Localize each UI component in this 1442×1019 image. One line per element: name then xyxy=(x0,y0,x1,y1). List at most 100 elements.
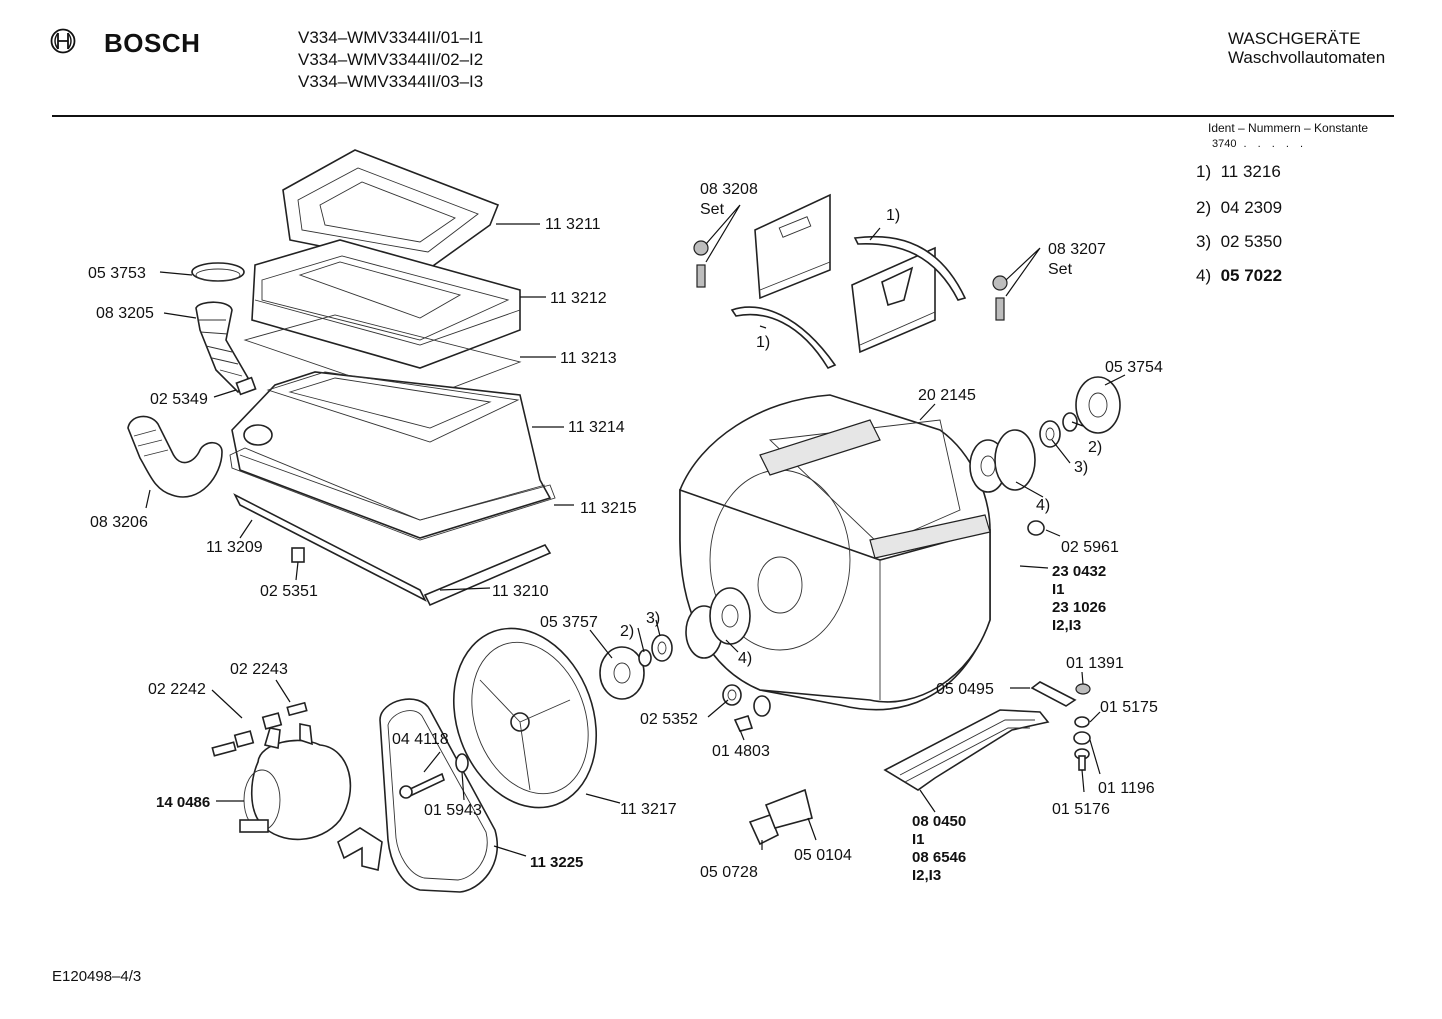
screw-set-083207 xyxy=(992,275,1008,321)
label-083208: 08 3208 xyxy=(700,181,758,198)
label-i1-drum: I1 xyxy=(1052,581,1065,598)
label-053757: 05 3757 xyxy=(540,614,598,631)
brushes-022242 xyxy=(211,730,255,757)
bearing-3 xyxy=(1039,420,1061,448)
label-015943: 01 5943 xyxy=(424,802,482,819)
label-ref-2-right: 2) xyxy=(1088,439,1102,456)
label-113209: 11 3209 xyxy=(206,539,263,556)
label-ref-4-right: 4) xyxy=(1036,497,1050,514)
brushes-022243 xyxy=(261,701,308,730)
label-113214: 11 3214 xyxy=(568,419,625,436)
label-ref-4-left: 4) xyxy=(738,650,752,667)
bracket xyxy=(337,827,383,871)
label-050495: 05 0495 xyxy=(936,681,994,698)
label-050728: 05 0728 xyxy=(700,864,758,881)
label-ref-1-top: 1) xyxy=(886,207,900,224)
constant-item: 2) 04 2309 xyxy=(1196,198,1283,217)
heater-080450 xyxy=(883,709,1050,791)
rail-113209 xyxy=(233,493,427,602)
label-080450: 08 0450 xyxy=(912,813,966,830)
label-015176: 01 5176 xyxy=(1052,801,1110,818)
drawing-code: E120498–4/3 xyxy=(52,968,142,985)
label-025351: 02 5351 xyxy=(260,583,318,600)
label-202145: 20 2145 xyxy=(918,387,976,404)
label-050104: 05 0104 xyxy=(794,847,852,864)
label-083207: 08 3207 xyxy=(1048,241,1106,258)
hose-083206 xyxy=(127,415,223,498)
seal-113215 xyxy=(229,447,556,541)
screw-set-083208 xyxy=(693,240,709,288)
seal-014803 xyxy=(733,695,771,732)
label-113211: 11 3211 xyxy=(545,216,601,233)
nut-011391 xyxy=(1075,683,1091,695)
label-113215: 11 3215 xyxy=(580,500,637,517)
label-011196: 01 1196 xyxy=(1098,780,1155,797)
belt-113225 xyxy=(379,698,498,893)
label-025961: 02 5961 xyxy=(1061,539,1119,556)
label-044118: 04 4118 xyxy=(392,731,449,748)
constant-item: 3) 02 5350 xyxy=(1196,232,1283,251)
baffle-strip-right xyxy=(853,235,967,301)
leader-lines xyxy=(145,204,1126,857)
label-113213: 11 3213 xyxy=(560,350,617,367)
label-set-2: Set xyxy=(1048,261,1073,278)
label-230432: 23 0432 xyxy=(1052,563,1106,580)
header-divider xyxy=(52,115,1394,117)
label-140486: 14 0486 xyxy=(156,794,210,811)
constant-item: 4) 05 7022 xyxy=(1196,266,1283,285)
plug-025961 xyxy=(1027,520,1045,536)
constants-title: Ident – Nummern – Konstante xyxy=(1208,121,1369,135)
label-113210: 11 3210 xyxy=(492,583,549,600)
bracket-050495 xyxy=(1030,681,1077,707)
baffle-plate-right xyxy=(851,246,936,354)
label-015175: 01 5175 xyxy=(1100,699,1158,716)
baffle-strip-left xyxy=(730,306,837,370)
label-086546: 08 6546 xyxy=(912,849,966,866)
model-line-3: V334–WMV3344II/03–I3 xyxy=(298,72,484,91)
clip-050728 xyxy=(748,813,780,846)
tub-lid-113214 xyxy=(231,371,552,539)
label-053754: 05 3754 xyxy=(1105,359,1163,376)
label-set-1: Set xyxy=(700,201,725,218)
label-011391: 01 1391 xyxy=(1066,655,1124,672)
label-083206: 08 3206 xyxy=(90,514,148,531)
constant-item: 1) 11 3216 xyxy=(1196,162,1281,181)
model-line-2: V334–WMV3344II/02–I2 xyxy=(298,50,484,69)
brand-name: BOSCH xyxy=(104,28,201,58)
label-ref-1-bottom: 1) xyxy=(756,334,770,351)
model-line-1: V334–WMV3344II/01–I1 xyxy=(298,28,484,47)
hose-clamp-053753 xyxy=(191,262,245,282)
flange-053754 xyxy=(1075,376,1121,434)
motor-140486 xyxy=(239,723,352,841)
label-ref-2-left: 2) xyxy=(620,623,634,640)
label-053753: 05 3753 xyxy=(88,265,146,282)
label-i2i3-drum: I2,I3 xyxy=(1052,617,1081,634)
label-113225: 11 3225 xyxy=(530,854,583,871)
washer-ring-2b xyxy=(638,649,652,667)
washer-011196 xyxy=(1073,731,1091,745)
label-113212: 11 3212 xyxy=(550,290,607,307)
washer-ring-2 xyxy=(1062,412,1078,432)
screw-015176 xyxy=(1074,748,1090,771)
hose-083205 xyxy=(195,301,249,394)
flange-053757 xyxy=(599,646,645,700)
plug-025349 xyxy=(235,376,257,396)
label-014803: 01 4803 xyxy=(712,743,770,760)
category-title: WASCHGERÄTE xyxy=(1228,29,1361,48)
pulley-113217 xyxy=(452,627,598,809)
label-i1-heater: I1 xyxy=(912,831,925,848)
label-022242: 02 2242 xyxy=(148,681,206,698)
detergent-tray-113211 xyxy=(282,149,500,269)
gasket-frame-113212 xyxy=(251,239,521,369)
cover-050104 xyxy=(764,788,813,829)
label-025352: 02 5352 xyxy=(640,711,698,728)
flange-4 xyxy=(969,429,1036,493)
label-231026: 23 1026 xyxy=(1052,599,1106,616)
label-113217: 11 3217 xyxy=(620,801,677,818)
label-083205: 08 3205 xyxy=(96,305,154,322)
bearing-3b xyxy=(651,634,673,662)
bosch-logo-icon xyxy=(50,28,76,54)
label-i2i3-heater: I2,I3 xyxy=(912,867,941,884)
label-025349: 02 5349 xyxy=(150,391,208,408)
